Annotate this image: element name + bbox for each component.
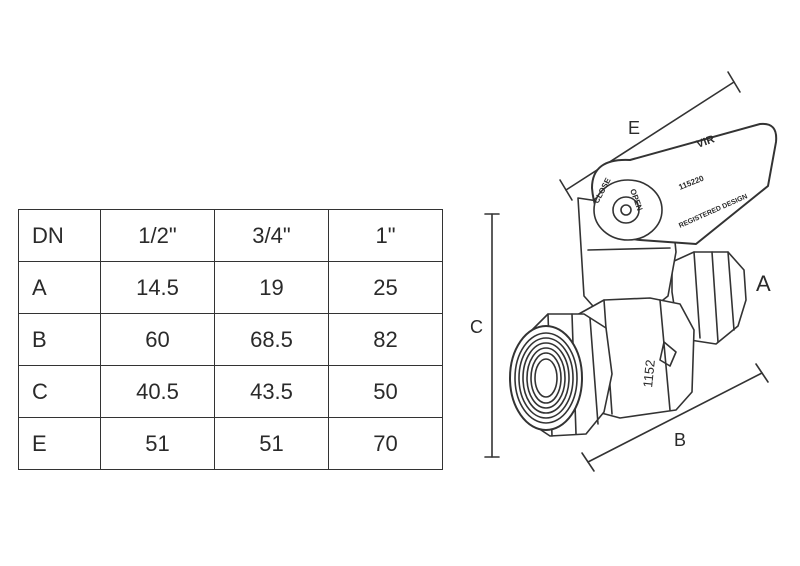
threaded-port [509,325,583,431]
dimension-label-a: A [756,271,771,296]
dimension-line-b [581,363,769,472]
table-row: E 51 51 70 [18,417,443,470]
table-cell: 60 [100,313,215,366]
row-label: E [18,417,101,470]
table-cell: 82 [328,313,443,366]
header-size-2: 3/4" [214,209,329,262]
handle-marking-brand: VIR [695,133,716,151]
header-size-1: 1/2" [100,209,215,262]
header-dn: DN [18,209,101,262]
row-label: C [18,365,101,418]
row-label: B [18,313,101,366]
table-cell: 14.5 [100,261,215,314]
table-cell: 40.5 [100,365,215,418]
table-cell: 50 [328,365,443,418]
table-cell: 51 [100,417,215,470]
valve-handle [591,122,778,245]
table-cell: 19 [214,261,329,314]
dimension-label-e: E [628,118,640,138]
dimension-label-b: B [674,430,686,450]
body-marking-code: 1152 [640,359,658,388]
dimension-label-c: C [470,317,483,337]
table-cell: 51 [214,417,329,470]
dimension-line-c [484,213,500,458]
table-row: C 40.5 43.5 50 [18,365,443,418]
dimension-line-e [559,71,741,201]
table-cell: 70 [328,417,443,470]
dimension-table: DN 1/2" 3/4" 1" A 14.5 19 25 B 60 68.5 8… [18,209,443,470]
table-row: A 14.5 19 25 [18,261,443,314]
